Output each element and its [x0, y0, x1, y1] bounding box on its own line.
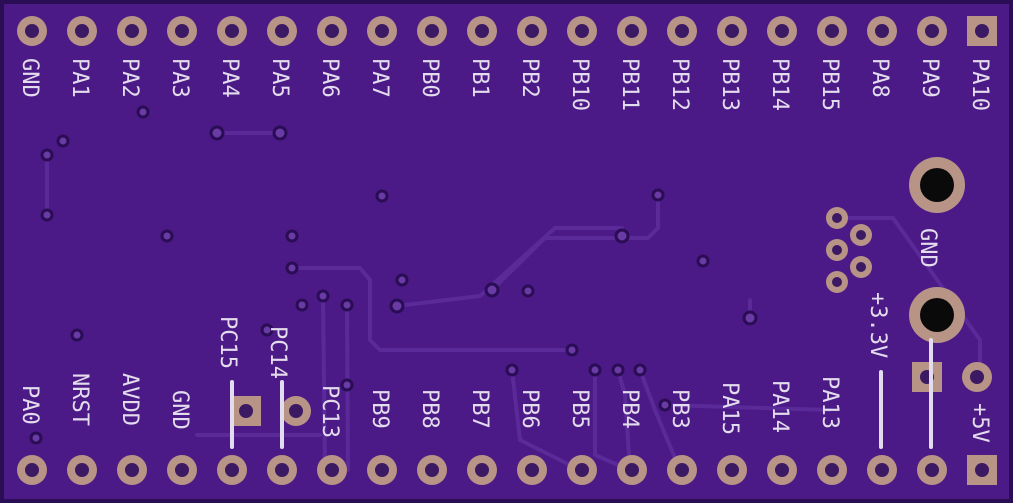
pad[interactable]: [717, 455, 747, 485]
pin-label: PB5: [567, 389, 592, 429]
pad[interactable]: [317, 455, 347, 485]
pin-label: PB11: [617, 58, 642, 111]
pad[interactable]: [817, 455, 847, 485]
pin-label: PB1: [467, 58, 492, 98]
pin-label: PA9: [917, 58, 942, 98]
pad[interactable]: [962, 362, 992, 392]
pin-label: GND: [17, 58, 42, 98]
pin-label: PA8: [867, 58, 892, 98]
pad[interactable]: [867, 16, 897, 46]
pad[interactable]: [817, 16, 847, 46]
pad[interactable]: [367, 16, 397, 46]
top-pin-header: [17, 16, 997, 46]
pin-label: PB6: [517, 389, 542, 429]
pin-label: PB10: [567, 58, 592, 111]
pin-label: PB4: [617, 389, 642, 429]
pc15-label: PC15: [215, 316, 240, 369]
pad[interactable]: [567, 16, 597, 46]
pad[interactable]: [767, 455, 797, 485]
pad[interactable]: [267, 455, 297, 485]
pad[interactable]: [567, 455, 597, 485]
pin-label: PA0: [17, 385, 42, 425]
mounting-hole: [909, 287, 965, 343]
pin-label: PB13: [717, 58, 742, 111]
pad[interactable]: [617, 16, 647, 46]
pad[interactable]: [17, 16, 47, 46]
pin-label: PA13: [817, 376, 842, 429]
pin-label: AVDD: [117, 373, 142, 426]
pin-label: PA7: [367, 58, 392, 98]
pin-label: PC13: [317, 385, 342, 438]
pad[interactable]: [317, 16, 347, 46]
pin-label: PB12: [667, 58, 692, 111]
pad[interactable]: [667, 455, 697, 485]
pad[interactable]: [667, 16, 697, 46]
pad[interactable]: [167, 16, 197, 46]
silk-lines: [230, 338, 933, 449]
pad[interactable]: [767, 16, 797, 46]
pad[interactable]: [467, 455, 497, 485]
pin-label: PA4: [217, 58, 242, 98]
gnd-right-label: GND: [915, 228, 940, 268]
bottom-pin-header: [17, 455, 997, 485]
pad[interactable]: [117, 455, 147, 485]
pad[interactable]: [117, 16, 147, 46]
pad[interactable]: [867, 455, 897, 485]
pad[interactable]: [267, 16, 297, 46]
pin-label: NRST: [67, 373, 92, 426]
pin-label: PA6: [317, 58, 342, 98]
pad[interactable]: [167, 455, 197, 485]
pc14-label: PC14: [265, 326, 290, 379]
connector-pads: [826, 207, 872, 293]
pad[interactable]: [67, 455, 97, 485]
pad[interactable]: [367, 455, 397, 485]
pin-label: PA1: [67, 58, 92, 98]
pad[interactable]: [517, 16, 547, 46]
pad[interactable]: [917, 16, 947, 46]
pin-label: PA10: [967, 58, 992, 111]
pad-square[interactable]: [967, 455, 997, 485]
pin-label: PB3: [667, 389, 692, 429]
pad[interactable]: [417, 16, 447, 46]
pad[interactable]: [281, 396, 311, 426]
pad-square[interactable]: [231, 396, 261, 426]
pin-label: PB0: [417, 58, 442, 98]
pad[interactable]: [217, 16, 247, 46]
pad[interactable]: [417, 455, 447, 485]
pin-label: PB7: [467, 389, 492, 429]
pad[interactable]: [617, 455, 647, 485]
pin-label: PB14: [767, 58, 792, 111]
pin-label: PB8: [417, 389, 442, 429]
pad[interactable]: [17, 455, 47, 485]
board-surface: [4, 4, 1009, 499]
pad[interactable]: [717, 16, 747, 46]
pin-label: PA5: [267, 58, 292, 98]
pin-label: PA15: [717, 382, 742, 435]
pin-label: GND: [167, 390, 192, 430]
pin-label: PB9: [367, 389, 392, 429]
pin-label: PB2: [517, 58, 542, 98]
pad-square[interactable]: [967, 16, 997, 46]
pad[interactable]: [517, 455, 547, 485]
pad[interactable]: [67, 16, 97, 46]
pad[interactable]: [917, 455, 947, 485]
pin-label: PA14: [767, 380, 792, 433]
top-pin-labels: GND PA1 PA2 PA3 PA4 PA5 PA6 PA7 PB0 PB1 …: [17, 58, 992, 111]
pin-label: +5V: [967, 403, 992, 443]
pin-label: PA2: [117, 58, 142, 98]
pad[interactable]: [217, 455, 247, 485]
vias: [29, 105, 758, 445]
bottom-pin-labels: PA0 NRST AVDD GND PC13 PB9 PB8 PB7 PB6 P…: [17, 373, 992, 443]
v33-label: +3.3V: [865, 292, 890, 358]
copper-traces: [45, 131, 982, 472]
pin-label: PB15: [817, 58, 842, 111]
pad[interactable]: [467, 16, 497, 46]
mounting-hole: [909, 157, 965, 213]
pin-label: PA3: [167, 58, 192, 98]
pad-square[interactable]: [912, 362, 942, 392]
